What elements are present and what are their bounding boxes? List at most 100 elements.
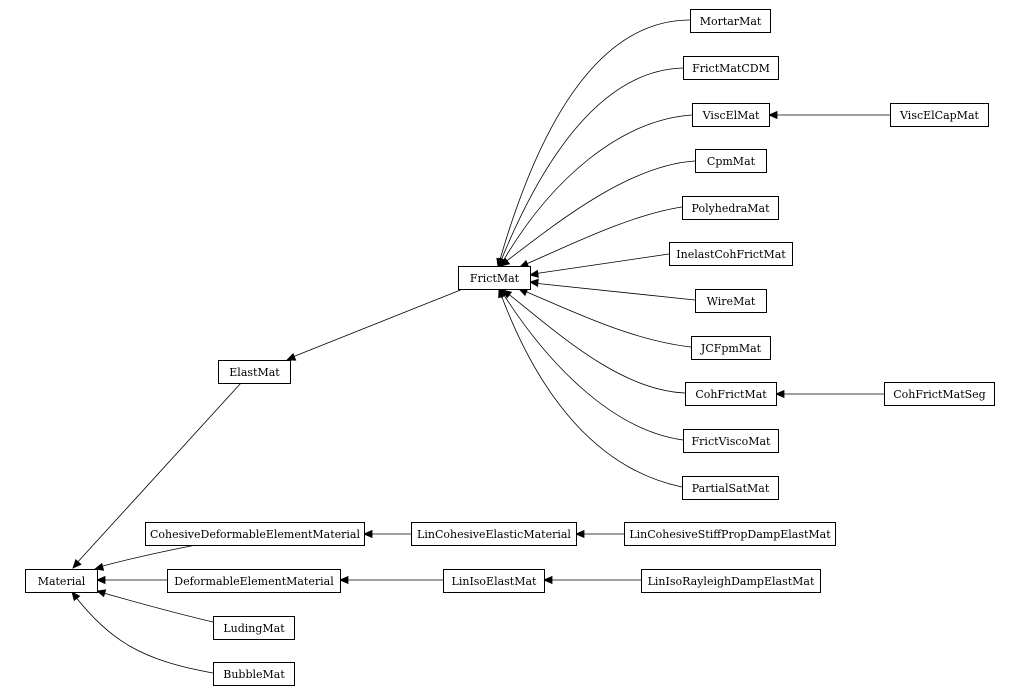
node-label: JCFpmMat [700,342,762,355]
node-box [167,569,341,593]
node-viscelcapmat[interactable]: ViscElCapMat [890,103,989,127]
edge-cpmmat-to-frictmat [500,160,696,267]
node-box [411,522,577,546]
node-box [669,242,793,266]
edge-linisorayleighdampelastmat-to-linisoelastmat [543,575,641,585]
node-linisoelastmat[interactable]: LinIsoElastMat [443,569,545,593]
node-label: BubbleMat [223,668,285,681]
arrowhead-icon [96,589,107,598]
node-label: ElastMat [229,366,280,379]
edge-lincohesiveelasticmaterial-to-cohesivedeformableelementmaterial [363,529,411,539]
edge-wiremat-to-frictmat [529,278,696,301]
node-box [682,476,779,500]
edge-viscelcapmat-to-viscelmat [768,110,890,120]
edge-line [98,544,197,568]
edge-line [503,160,696,264]
edge-cohfrictmatseg-to-cohfrictmat [775,389,884,399]
node-box [218,360,291,384]
edge-cohesivedeformableelementmaterial-to-material [94,544,197,571]
node-label: ViscElMat [702,109,760,122]
node-label: WireMat [707,295,756,308]
node-label: CohFrictMatSeg [893,388,985,401]
arrowhead-icon [71,591,81,602]
edge-frictmat-to-elastmat [286,288,464,361]
node-label: LinCohesiveElasticMaterial [417,528,571,541]
edge-line [289,288,464,359]
edge-line [505,291,686,394]
node-box [685,382,777,406]
node-label: LinIsoElastMat [452,575,538,588]
arrowhead-icon [575,529,585,539]
node-jcfpmmat[interactable]: JCFpmMat [691,336,771,360]
node-frictmat[interactable]: FrictMat [458,266,531,290]
node-box [443,569,545,593]
node-material[interactable]: Material [25,569,98,593]
node-box [691,336,771,360]
node-label: LinCohesiveStiffPropDampElastMat [629,528,831,541]
node-cpmmat[interactable]: CpmMat [695,149,767,173]
node-polyhedramat[interactable]: PolyhedraMat [682,196,779,220]
node-viscelmat[interactable]: ViscElMat [692,103,770,127]
node-frictviscomat[interactable]: FrictViscoMat [683,429,779,453]
node-wiremat[interactable]: WireMat [695,289,767,313]
node-label: PolyhedraMat [691,202,770,215]
nodes-layer: Material ElastMat FrictMat MortarMatFrictMa… [25,9,995,686]
node-frictmatcdm[interactable]: FrictMatCDM [683,56,779,80]
arrowhead-icon [286,353,297,361]
edge-line [99,591,214,623]
edge-jcfpmmat-to-frictmat [518,288,692,348]
node-label: FrictViscoMat [692,435,772,448]
node-label: InelastCohFrictMat [676,248,786,261]
arrowhead-icon [500,257,511,267]
arrowhead-icon [96,575,106,585]
arrowhead-icon [498,288,506,299]
edge-line [532,282,696,301]
node-label: DeformableElementMaterial [174,575,334,588]
node-lincohesiveelasticmaterial[interactable]: LinCohesiveElasticMaterial [411,522,577,546]
edge-elastmat-to-material [72,382,242,569]
arrowhead-icon [529,278,539,287]
node-label: FrictMatCDM [692,62,770,75]
node-cohesivedeformableelementmaterial[interactable]: CohesiveDeformableElementMaterial [145,522,365,546]
edge-line [73,594,214,674]
node-bubblemat[interactable]: BubbleMat [213,662,295,686]
node-box [683,429,779,453]
node-box [695,289,767,313]
edge-line [74,382,242,566]
node-partialsatmat[interactable]: PartialSatMat [682,476,779,500]
edge-frictmatcdm-to-frictmat [498,67,684,268]
arrowhead-icon [363,529,373,539]
node-box [25,569,98,593]
edges-layer [71,19,890,674]
node-inelastcohfrictmat[interactable]: InelastCohFrictMat [669,242,793,266]
node-cohfrictmatseg[interactable]: CohFrictMatSeg [884,382,995,406]
edge-line [501,114,693,264]
edge-line [523,206,683,266]
node-label: MortarMat [700,15,762,28]
edge-polyhedramat-to-frictmat [519,206,683,268]
node-lincohesivestiffpropdampelastmat[interactable]: LinCohesiveStiffPropDampElastMat [624,522,836,546]
edge-cohfrictmat-to-frictmat [502,289,686,394]
node-mortarmat[interactable]: MortarMat [690,9,771,33]
node-label: LudingMat [223,622,285,635]
node-cohfrictmat[interactable]: CohFrictMat [685,382,777,406]
node-box [690,9,771,33]
node-label: Material [38,575,86,588]
node-ludingmat[interactable]: LudingMat [213,616,295,640]
edge-inelastcohfrictmat-to-frictmat [529,253,670,278]
arrowhead-icon [72,559,82,569]
node-box [213,616,295,640]
arrowhead-icon [543,575,553,585]
edge-mortarmat-to-frictmat [496,19,691,268]
node-linisorayleighdampelastmat[interactable]: LinIsoRayleighDampElastMat [641,569,821,593]
node-box [458,266,531,290]
node-box [692,103,770,127]
node-box [884,382,995,406]
node-elastmat[interactable]: ElastMat [218,360,291,384]
node-box [695,149,767,173]
edge-frictviscomat-to-frictmat [499,288,684,441]
node-deformableelementmaterial[interactable]: DeformableElementMaterial [167,569,341,593]
node-label: LinIsoRayleighDampElastMat [648,575,815,588]
edge-line [532,253,670,275]
edge-ludingmat-to-material [96,589,214,623]
